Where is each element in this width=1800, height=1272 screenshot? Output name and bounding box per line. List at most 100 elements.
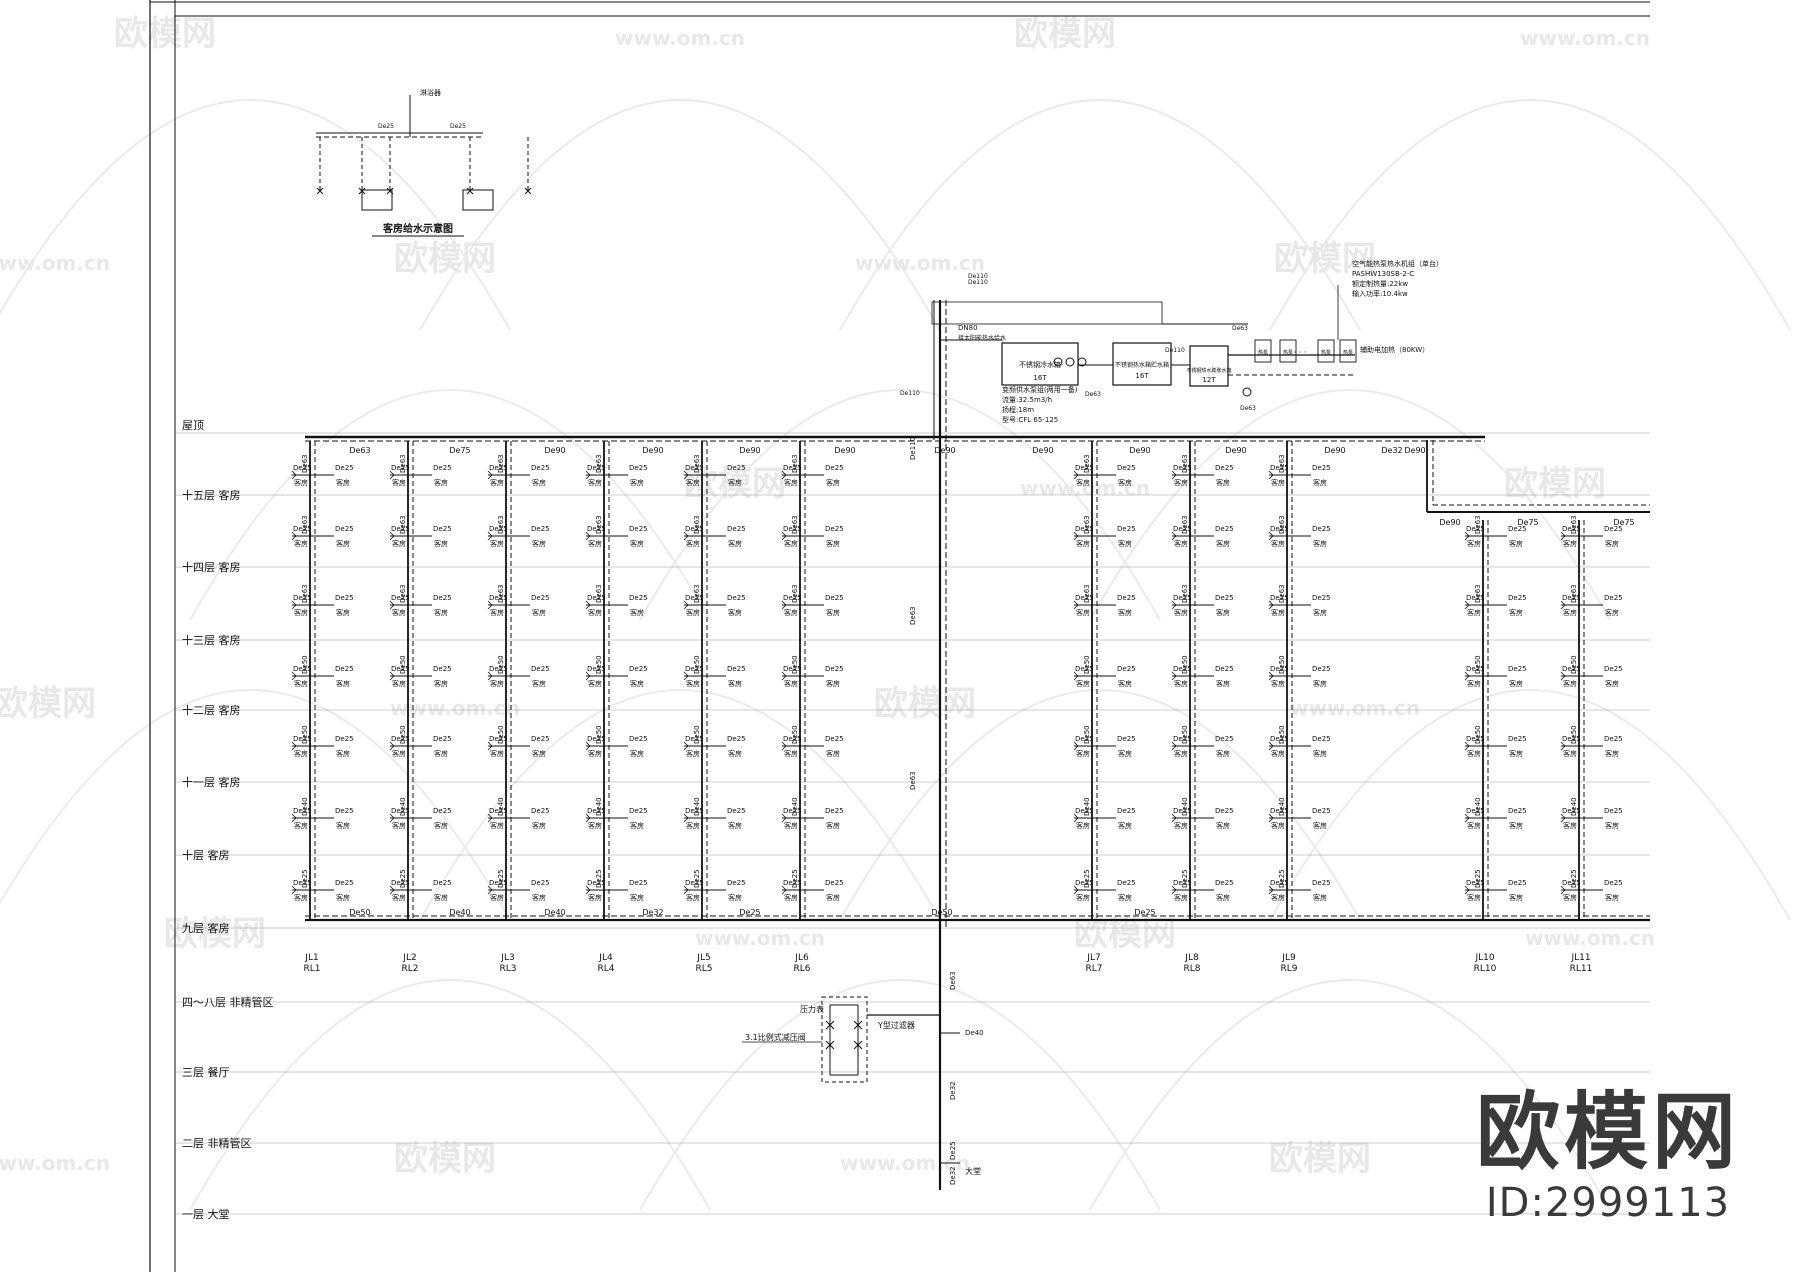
riser-size: De25 xyxy=(1474,869,1482,888)
riser-size: De50 xyxy=(497,725,505,744)
branch-valve-icon xyxy=(1268,531,1274,541)
branch-size: De25 xyxy=(489,665,508,673)
hp-model-line: 额定制热量:22kw xyxy=(1352,279,1408,288)
branch-size: De25 xyxy=(391,464,410,472)
branch-room: 客房 xyxy=(532,893,546,902)
branch-size: De25 xyxy=(1508,665,1527,673)
riser-size: De25 xyxy=(1570,869,1578,888)
branch-valve-icon xyxy=(1560,885,1566,895)
branch-size: De25 xyxy=(1270,879,1289,887)
riser-size: De63 xyxy=(399,584,407,603)
branch-valve-icon xyxy=(585,885,591,895)
branch-valve-icon xyxy=(781,600,787,610)
watermark-arc xyxy=(0,689,511,921)
riser-rl-label: RL8 xyxy=(1184,964,1201,974)
branch-size: De25 xyxy=(587,594,606,602)
riser-size: De25 xyxy=(595,869,603,888)
branch-size: De25 xyxy=(825,594,844,602)
branch-room: 客房 xyxy=(490,539,504,548)
branch-size: De25 xyxy=(531,594,550,602)
branch-size: De25 xyxy=(293,594,312,602)
branch-size: De25 xyxy=(489,879,508,887)
branch-size: De25 xyxy=(1312,594,1331,602)
lower-pipe-size: De63 xyxy=(949,971,957,990)
branch-valve-icon xyxy=(585,671,591,681)
riser-size: De25 xyxy=(399,869,407,888)
hp-model-line: PASHW130SB-2-C xyxy=(1352,270,1414,278)
branch-room: 客房 xyxy=(392,893,406,902)
branch-room: 客房 xyxy=(686,749,700,758)
branch-size: De25 xyxy=(629,807,648,815)
branch-valve-icon xyxy=(585,531,591,541)
top-main-size: De32 xyxy=(1381,446,1402,455)
prv-station-box xyxy=(821,996,868,1083)
hot-tank-cap: 16T xyxy=(1135,372,1149,380)
branch-room: 客房 xyxy=(728,679,742,688)
riser-size: De63 xyxy=(693,454,701,473)
branch-room: 客房 xyxy=(1563,608,1577,617)
branch-size: De25 xyxy=(1270,594,1289,602)
branch-room: 客房 xyxy=(1118,539,1132,548)
branch-size: De25 xyxy=(1604,879,1623,887)
branch-room: 客房 xyxy=(532,539,546,548)
branch-size: De25 xyxy=(685,735,704,743)
branch-size: De25 xyxy=(629,665,648,673)
riser-jl-label: JL3 xyxy=(500,953,514,963)
branch-valve-icon xyxy=(487,470,493,480)
floor-label: 一层 大堂 xyxy=(182,1207,230,1221)
branch-size: De25 xyxy=(1075,464,1094,472)
branch-size: De25 xyxy=(783,665,802,673)
branch-room: 客房 xyxy=(1216,679,1230,688)
branch-valve-icon xyxy=(1073,885,1079,895)
branch-size: De25 xyxy=(825,735,844,743)
riser-size: De63 xyxy=(1181,584,1189,603)
floor-label: 屋顶 xyxy=(182,419,204,432)
prv-label: 3.1比例式减压阀 xyxy=(745,1032,806,1042)
wc-fixture xyxy=(462,189,494,211)
watermark-text: www.om.cn xyxy=(1290,696,1420,720)
branch-room: 客房 xyxy=(1563,679,1577,688)
branch-valve-icon xyxy=(1171,531,1177,541)
branch-size: De25 xyxy=(1270,735,1289,743)
riser-rl-label: RL3 xyxy=(500,964,517,974)
branch-size: De25 xyxy=(1562,525,1581,533)
branch-size: De25 xyxy=(335,735,354,743)
dn-label: DN80 xyxy=(958,324,978,332)
branch-room: 客房 xyxy=(1076,539,1090,548)
branch-room: 客房 xyxy=(1216,478,1230,487)
branch-room: 客房 xyxy=(728,893,742,902)
branch-size: De25 xyxy=(685,464,704,472)
riser-size: De25 xyxy=(497,869,505,888)
branch-size: De25 xyxy=(685,879,704,887)
branch-size: De25 xyxy=(825,525,844,533)
riser-size: De50 xyxy=(301,725,309,744)
riser-jl-label: JL6 xyxy=(794,953,809,963)
riser-size: De25 xyxy=(1181,869,1189,888)
branch-valve-icon xyxy=(1464,813,1470,823)
watermark-text: www.om.cn xyxy=(695,926,825,950)
branch-room: 客房 xyxy=(1509,893,1523,902)
lower-pipe-size: De32 xyxy=(949,1166,957,1185)
branch-size: De25 xyxy=(335,525,354,533)
watermark-arc xyxy=(189,389,711,621)
branch-room: 客房 xyxy=(294,679,308,688)
riser-size: De50 xyxy=(1278,725,1286,744)
branch-size: De25 xyxy=(1173,807,1192,815)
branch-room: 客房 xyxy=(630,608,644,617)
branch-valve-icon xyxy=(683,741,689,751)
watermark-id: ID:2999113 xyxy=(1485,1180,1731,1226)
heat-pump-label: 热泵 xyxy=(1283,349,1293,356)
right-main-size: De75 xyxy=(1517,518,1538,527)
watermark-text: 欧模网 xyxy=(874,684,976,724)
branch-room: 客房 xyxy=(532,478,546,487)
heat-pump-unit xyxy=(1279,339,1297,363)
branch-room: 客房 xyxy=(392,821,406,830)
branch-size: De25 xyxy=(489,807,508,815)
branch-room: 客房 xyxy=(1467,749,1481,758)
riser-size: De63 xyxy=(1278,584,1286,603)
branch-room: 客房 xyxy=(1467,679,1481,688)
riser-size: De63 xyxy=(595,454,603,473)
branch-size: De25 xyxy=(1215,807,1234,815)
riser-size: De63 xyxy=(301,584,309,603)
riser-rl-label: RL11 xyxy=(1570,964,1593,974)
